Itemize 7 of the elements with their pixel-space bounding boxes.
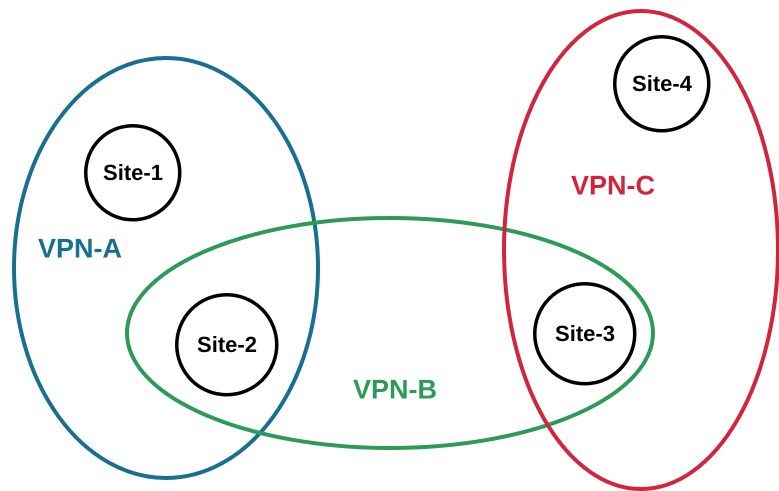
vpn-label: VPN-C — [571, 172, 655, 200]
vpn-label: VPN-B — [353, 376, 437, 404]
site-label: Site-1 — [103, 162, 163, 184]
vpn-label: VPN-A — [38, 236, 122, 262]
site-label: Site-2 — [197, 334, 257, 356]
site-label: Site-3 — [555, 323, 615, 345]
site-label: Site-4 — [632, 73, 692, 95]
